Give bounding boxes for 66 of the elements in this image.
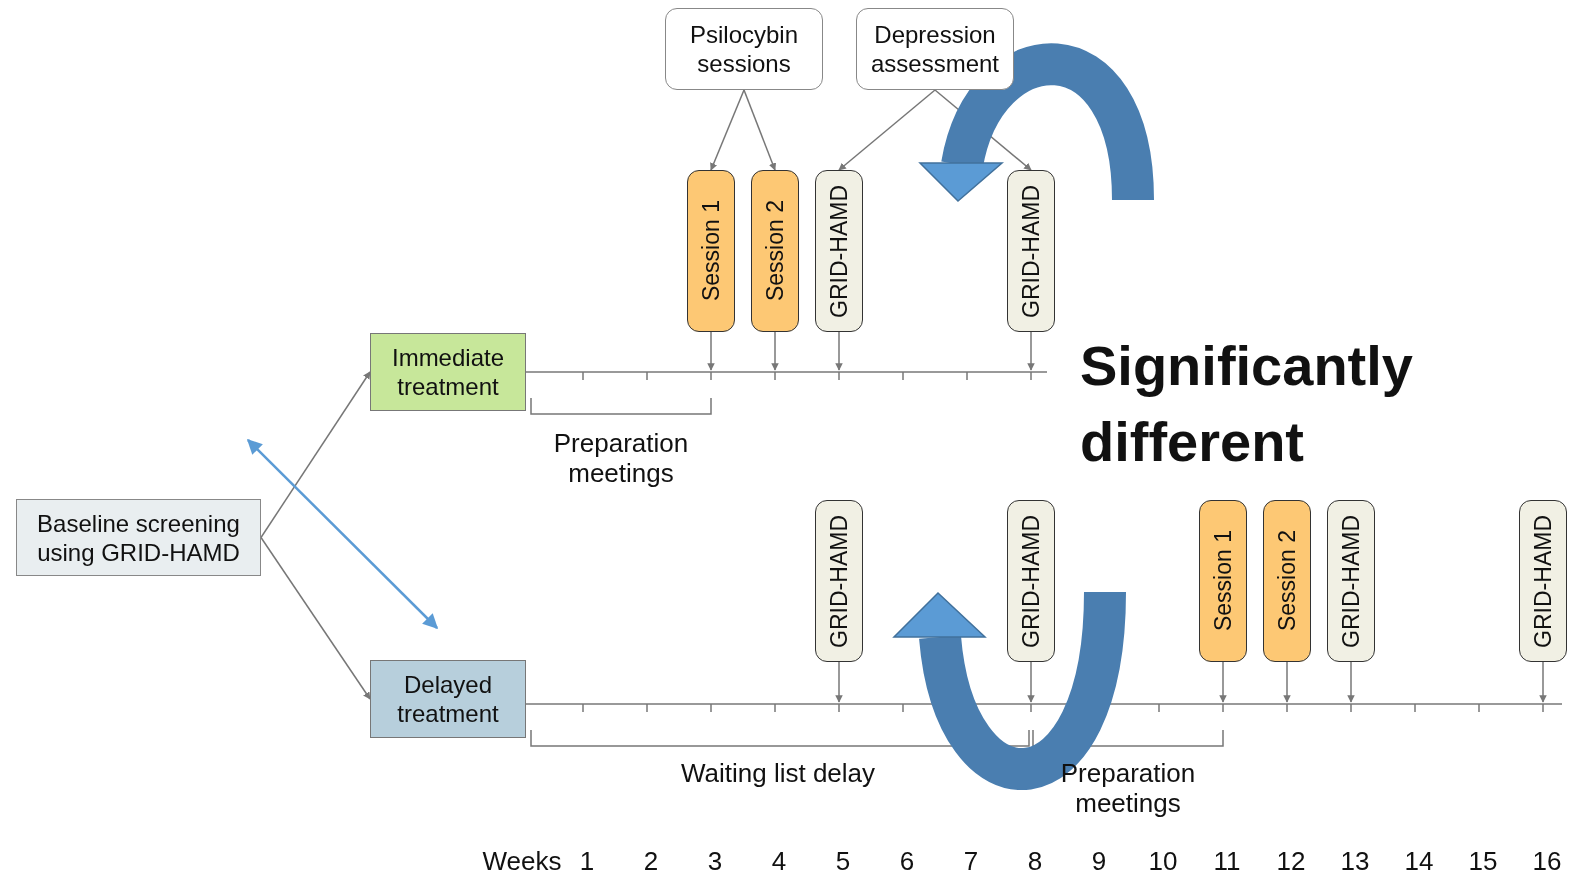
node-label: Session 1	[697, 200, 725, 302]
bracket-label: Waiting list delay	[680, 758, 876, 789]
axis-tick-label: 13	[1340, 846, 1370, 877]
axis-tick-label: 2	[643, 846, 659, 877]
arrow	[771, 331, 779, 371]
bracket-label: Preparation meetings	[1059, 758, 1197, 818]
node-label: Immediate treatment	[390, 343, 505, 401]
session-box	[1263, 500, 1311, 662]
callout-box	[856, 8, 1014, 90]
arrow	[710, 89, 745, 171]
node-label: Psilocybin sessions	[688, 20, 799, 78]
session-box	[1199, 500, 1247, 662]
arrow	[835, 661, 843, 703]
assessment-box	[1007, 170, 1055, 332]
axis-tick-label: 5	[835, 846, 851, 877]
arrow	[1027, 331, 1035, 371]
bracket-label: Preparation meetings	[552, 428, 690, 488]
arrow	[1283, 661, 1291, 703]
session-box	[687, 170, 735, 332]
assessment-box	[815, 170, 863, 332]
callout-box	[665, 8, 823, 90]
arrow	[1347, 661, 1355, 703]
node-label: GRID-HAMD	[1529, 514, 1557, 648]
arrow	[260, 371, 371, 539]
significance-note: Significantly different	[1080, 333, 1414, 475]
node-label: GRID-HAMD	[825, 514, 853, 648]
arrow	[1539, 661, 1547, 703]
axis-tick-label: 3	[707, 846, 723, 877]
axis-tick-label: 10	[1148, 846, 1178, 877]
node-label: GRID-HAMD	[1337, 514, 1365, 648]
axis-tick-label: 15	[1468, 846, 1498, 877]
arrow	[1027, 661, 1035, 703]
node-label: GRID-HAMD	[825, 184, 853, 318]
node-label: Session 2	[1273, 530, 1301, 632]
arrow	[743, 89, 777, 171]
node-label: GRID-HAMD	[1017, 184, 1045, 318]
arrow	[835, 331, 843, 371]
assessment-box	[815, 500, 863, 662]
node-label: Session 2	[761, 200, 789, 302]
arrow	[1219, 661, 1227, 703]
screening-box	[16, 499, 261, 576]
treatment-box	[370, 333, 526, 411]
axis-tick-label: 16	[1532, 846, 1562, 877]
node-label: Baseline screening using GRID-HAMD	[36, 508, 241, 567]
assessment-box	[1007, 500, 1055, 662]
arrow	[260, 536, 371, 700]
axis-tick-label: 12	[1276, 846, 1306, 877]
axis-tick-label: 6	[899, 846, 915, 877]
axis-tick-label: 9	[1091, 846, 1107, 877]
arrow	[707, 331, 715, 371]
treatment-box	[370, 660, 526, 738]
node-label: Delayed treatment	[396, 670, 500, 728]
axis-title: Weeks	[482, 846, 562, 877]
axis-tick-label: 4	[771, 846, 787, 877]
node-label: Depression assessment	[869, 20, 1001, 78]
session-box	[751, 170, 799, 332]
node-label: GRID-HAMD	[1017, 514, 1045, 648]
arrow	[838, 89, 936, 171]
assessment-box	[1327, 500, 1375, 662]
node-label: Session 1	[1209, 530, 1237, 632]
axis-tick-label: 7	[963, 846, 979, 877]
assessment-box	[1519, 500, 1567, 662]
axis-tick-label: 8	[1027, 846, 1043, 877]
axis-tick-label: 14	[1404, 846, 1434, 877]
axis-tick-label: 1	[579, 846, 595, 877]
axis-tick-label: 11	[1213, 846, 1241, 877]
